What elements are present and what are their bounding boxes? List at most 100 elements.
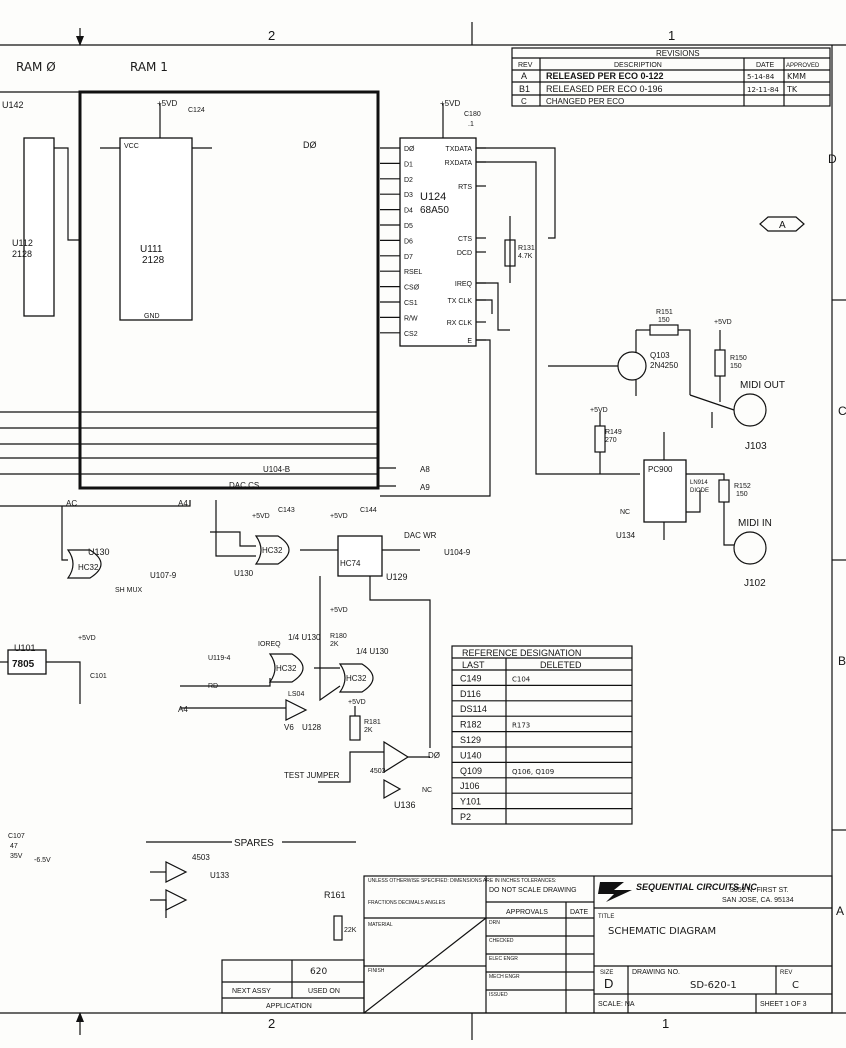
- ref-row-last: Q109: [460, 766, 482, 776]
- ac-label: AC: [66, 499, 77, 508]
- ref-row-deleted: R173: [512, 722, 530, 730]
- tb-tol-cols: FRACTIONS DECIMALS ANGLES: [368, 900, 446, 906]
- rd-label: RD: [208, 683, 218, 690]
- u130-c-type: HC32: [276, 664, 297, 673]
- ref-header-last: LAST: [462, 660, 485, 670]
- tb-used-on: USED ON: [308, 988, 340, 995]
- tb-drawing-no-label: DRAWING NO.: [632, 969, 680, 976]
- zone-right-c: C: [838, 404, 846, 418]
- u124-left-pin-label: D4: [404, 208, 413, 215]
- tb-title-label: TITLE: [598, 914, 614, 920]
- zone-top-2: 2: [268, 28, 275, 43]
- u111-name: U111: [140, 244, 163, 255]
- u124-left-pin-label: D5: [404, 223, 413, 230]
- u124-name: U124: [420, 191, 446, 203]
- tb-checked: CHECKED: [489, 938, 514, 944]
- tb-address2: SAN JOSE, CA. 95134: [722, 897, 794, 904]
- zone-top-1: 1: [668, 28, 675, 43]
- ref-row-last: DS114: [460, 704, 487, 714]
- rev-header-desc: DESCRIPTION: [614, 62, 662, 69]
- u130-b-vcc: +5VD: [252, 513, 270, 520]
- d0-net-label: DØ: [303, 140, 317, 150]
- r152-label: R152: [734, 483, 751, 490]
- zone-bottom-1: 1: [662, 1016, 669, 1031]
- midi-out-vcc: +5VD: [714, 319, 732, 326]
- r181-label: R181: [364, 719, 381, 726]
- offpage-ref-a-label: A: [779, 220, 786, 231]
- c144-label: C144: [360, 507, 377, 514]
- tb-rev: C: [792, 980, 799, 991]
- c180-value: .1: [468, 121, 474, 128]
- u124-left-pin-label: CS2: [404, 331, 418, 338]
- a4-label: A4: [178, 705, 188, 714]
- u124-left-pin-label: R/W: [404, 315, 418, 322]
- u130-type: HC32: [78, 563, 99, 572]
- u107-9-label: U107-9: [150, 571, 177, 580]
- u111-type: 2128: [142, 255, 165, 266]
- u124-left-pin-label: DØ: [404, 146, 415, 153]
- c101-label: C101: [90, 673, 107, 680]
- tb-issued: ISSUED: [489, 992, 508, 998]
- u124-left-pin-label: D2: [404, 177, 413, 184]
- ref-table-title: REFERENCE DESIGNATION: [462, 648, 581, 658]
- u124-chip: [399, 104, 477, 347]
- r131-value: 4.7K: [518, 253, 533, 260]
- dac-wr-circuit: [210, 500, 420, 577]
- zone-right-a: A: [836, 904, 844, 918]
- rev-header-date: DATE: [756, 62, 774, 69]
- ref-row-last: J106: [460, 781, 480, 791]
- u112-type: 2128: [12, 249, 32, 259]
- r180-label: R180: [330, 633, 347, 640]
- u112-chip: [23, 137, 80, 317]
- zone-right-b: B: [838, 654, 846, 668]
- u129-label: U129: [386, 572, 408, 582]
- tb-date: DATE: [570, 909, 588, 916]
- reg-vcc: +5VD: [78, 635, 96, 642]
- pc900-label: PC900: [648, 465, 673, 474]
- tb-do-not-scale: DO NOT SCALE DRAWING: [489, 887, 577, 894]
- tb-size-label: SIZE: [600, 970, 613, 976]
- tb-finish: FINISH: [368, 968, 385, 974]
- u124-left-pin-label: D3: [404, 192, 413, 199]
- q103-type: 2N4250: [650, 361, 679, 370]
- u124-right-pin-label: RXDATA: [445, 160, 473, 167]
- bus-lines: [0, 411, 396, 561]
- u111-gnd: GND: [144, 313, 160, 320]
- u124-type: 68A50: [420, 205, 449, 216]
- ref-row-deleted: C104: [512, 675, 531, 683]
- u130-d-type: HC32: [346, 674, 367, 683]
- rev-b1-date: 12-11-84: [747, 86, 779, 94]
- midi-in-label: MIDI IN: [738, 518, 772, 529]
- u111-chip: [100, 104, 212, 321]
- revisions-block: [511, 47, 831, 107]
- qtr-u130-label: 1/4 U130: [356, 647, 389, 656]
- rev-b1-desc: RELEASED PER ECO 0-196: [546, 84, 663, 94]
- a9-label: A9: [420, 483, 430, 492]
- rev-a-desc: RELEASED PER ECO 0-122: [546, 71, 664, 81]
- u124-right-pin-label: IREQ: [455, 281, 473, 288]
- r131-label: R131: [518, 245, 535, 252]
- dac-wr-label: DAC WR: [404, 531, 437, 540]
- tb-elec-engr: ELEC ENGR: [489, 956, 518, 962]
- neg-6v-label: -6.5V: [34, 857, 51, 864]
- u124-vcc: +5VD: [440, 99, 460, 108]
- u124-left-pin-label: CSØ: [404, 285, 420, 292]
- rev-c-desc: CHANGED PER ECO: [546, 97, 624, 106]
- tb-company: SEQUENTIAL CIRCUITS INC: [636, 882, 757, 892]
- u124-left-pin-label: RSEL: [404, 269, 422, 276]
- ref-row-last: P2: [460, 812, 471, 822]
- qtr-u130-top: 1/4 U130: [288, 633, 321, 642]
- u101-label: U101: [14, 643, 36, 653]
- tb-application: APPLICATION: [266, 1003, 312, 1010]
- ref-row-last: Y101: [460, 797, 481, 807]
- rev-a-date: 5-14-84: [747, 73, 775, 81]
- r151-label: R151: [656, 309, 673, 316]
- j103-label: J103: [745, 441, 767, 452]
- u111-vcc: +5VD: [157, 99, 177, 108]
- rev-a-appr: KMM: [787, 72, 806, 81]
- u111-vcc-pin: VCC: [124, 143, 139, 150]
- tb-next-assy: NEXT ASSY: [232, 988, 271, 995]
- ref-row-last: U140: [460, 750, 482, 760]
